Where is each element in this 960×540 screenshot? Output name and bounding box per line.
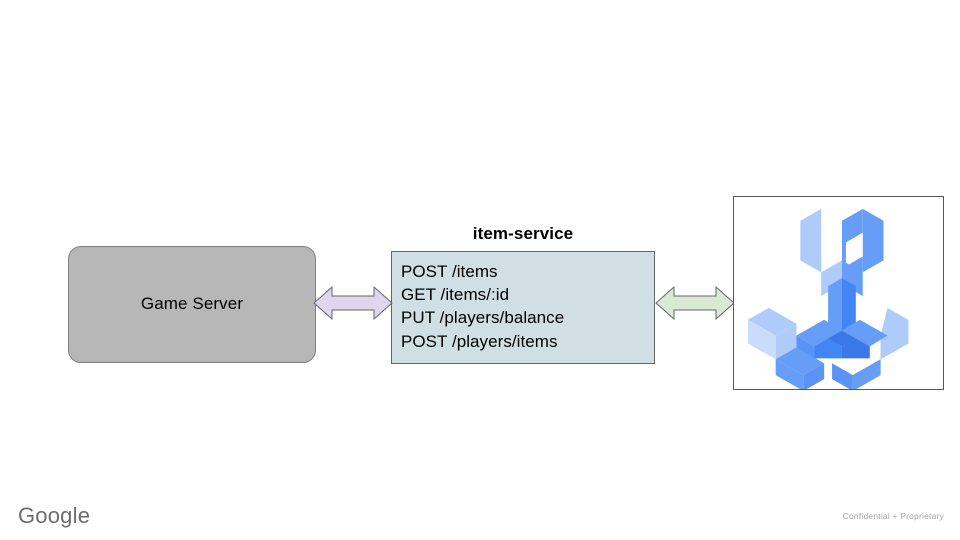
double-headed-arrow-shape: [313, 285, 393, 321]
endpoint-item: POST /items: [401, 262, 498, 281]
game-server-label: Game Server: [140, 294, 244, 314]
double-headed-arrow-shape: [655, 285, 735, 321]
endpoint-item: GET /items/:id: [401, 285, 510, 305]
endpoint-item: POST /players/items: [401, 331, 558, 351]
connector-item-service-to-toolchain: [655, 282, 735, 324]
item-service-box: POST /items GET /items/:id PUT /players/…: [391, 251, 655, 364]
endpoint-list: POST /items GET /items/:id PUT /players/…: [401, 260, 654, 353]
item-service-title: item-service: [472, 224, 574, 243]
game-server-box: Game Server: [68, 246, 316, 363]
isometric-wrench-icon: [747, 208, 909, 389]
endpoint-item: PUT /players/balance: [401, 308, 565, 328]
google-logo: Google: [18, 503, 91, 528]
confidentiality-note: Confidential + Proprietary: [842, 511, 944, 521]
connector-game-server-to-item-service: [313, 282, 393, 324]
illustration-frame: [733, 196, 944, 390]
